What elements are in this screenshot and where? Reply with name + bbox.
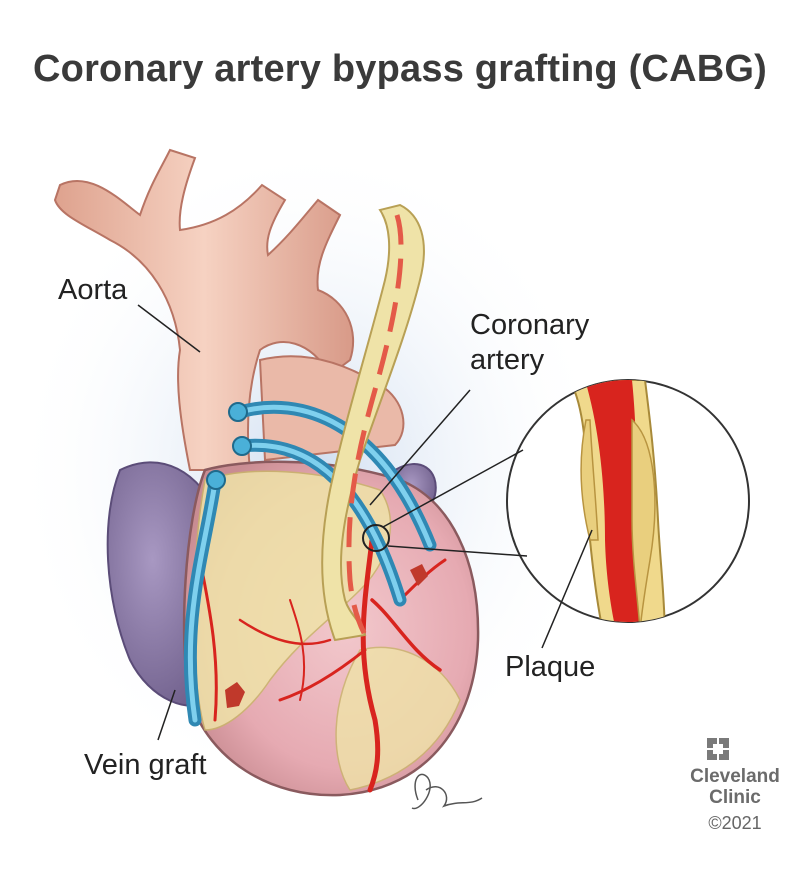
blockage-patch xyxy=(410,564,428,586)
aorta-leader xyxy=(137,304,201,353)
label-coronary-artery-line2: artery xyxy=(470,343,545,376)
cleveland-clinic-logo: Cleveland Clinic ©2021 xyxy=(690,738,780,834)
label-coronary-artery: Coronary artery xyxy=(470,308,589,378)
aorta xyxy=(53,148,355,471)
logo-year: ©2021 xyxy=(708,812,762,833)
plaque-deposit xyxy=(631,418,656,622)
logo-name-line2: Clinic xyxy=(709,787,761,809)
magnification-locator xyxy=(362,524,390,552)
magnified-artery-lumen xyxy=(585,380,640,622)
logo-name-line1: Cleveland xyxy=(690,766,780,787)
mammary-artery-core xyxy=(346,214,404,637)
magnification-connector xyxy=(387,545,528,557)
coronary-artery-leader xyxy=(369,389,471,506)
graft-anastomosis xyxy=(228,402,248,422)
plaque-deposit xyxy=(580,419,599,541)
label-coronary-artery-line1: Coronary xyxy=(470,309,590,341)
cleveland-clinic-logo-icon xyxy=(707,738,729,760)
graft-anastomosis xyxy=(232,436,252,456)
label-plaque: Plaque xyxy=(505,651,596,683)
label-vein-graft: Vein graft xyxy=(84,749,207,781)
label-aorta: Aorta xyxy=(58,274,128,306)
vein-graft-highlights xyxy=(187,404,433,723)
artist-signature xyxy=(411,773,483,810)
blockage-patch xyxy=(225,682,245,708)
plaque-leader xyxy=(541,529,593,649)
page-title: Coronary artery bypass grafting (CABG) xyxy=(33,48,767,90)
vein-graft-leader xyxy=(157,689,176,741)
graft-anastomosis xyxy=(206,470,226,490)
magnification-connector xyxy=(382,449,524,528)
